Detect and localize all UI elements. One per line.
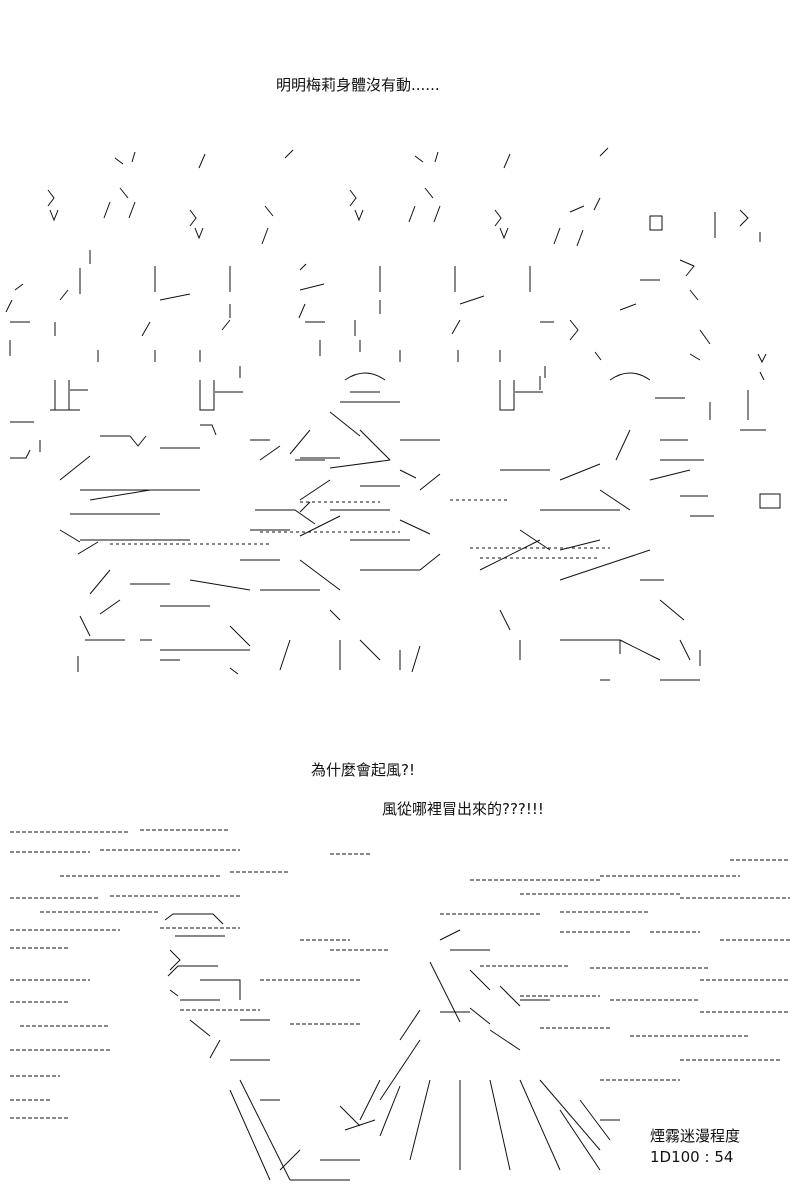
caption-body-not-moving: 明明梅莉身體沒有動......: [276, 76, 440, 94]
ascii-figure-right: [479, 372, 781, 681]
smoke-level-dice-result: 1D100 : 54: [650, 1148, 734, 1166]
ascii-figure-small-left: [164, 913, 291, 1181]
ascii-figure-center: [189, 372, 441, 673]
falling-shards: [5, 147, 767, 381]
caption-where-wind-from: 風從哪裡冒出來的???!!!: [382, 800, 544, 818]
ascii-art-smoke-wind: [0, 780, 800, 1200]
wind-streaks: [10, 829, 790, 1119]
ascii-figure-main: [279, 929, 620, 1181]
ascii-art-falling-shards: [0, 140, 800, 700]
smoke-level-label: 煙霧迷漫程度: [650, 1127, 741, 1145]
caption-why-wind: 為什麼會起風?!: [311, 761, 415, 779]
smoke-level-roll: 煙霧迷漫程度 1D100 : 54: [650, 1126, 740, 1168]
ascii-figure-left: [10, 380, 340, 675]
speed-lines: [110, 499, 610, 559]
